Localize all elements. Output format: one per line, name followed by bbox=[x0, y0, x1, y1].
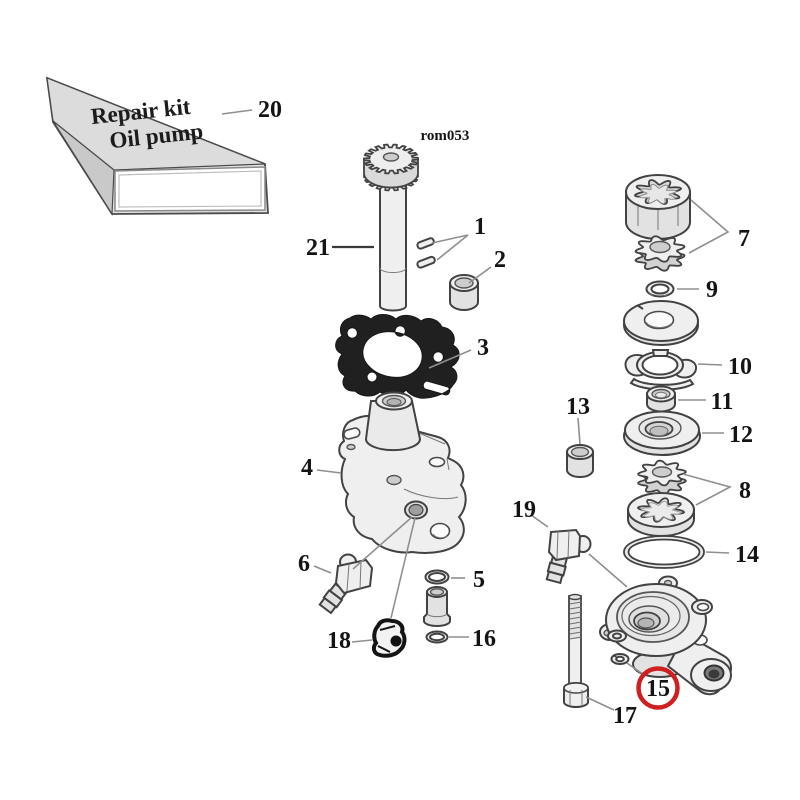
part-7-gerotor-set bbox=[625, 174, 691, 272]
part-13-bushing bbox=[566, 444, 594, 478]
callout-8: 8 bbox=[739, 478, 751, 504]
part-3-gasket bbox=[335, 314, 460, 399]
part-21-gear-shaft bbox=[363, 143, 419, 312]
callout-4: 4 bbox=[301, 455, 313, 481]
callout-18: 18 bbox=[327, 628, 351, 654]
part-6-fitting bbox=[318, 553, 374, 615]
callout-11: 11 bbox=[711, 389, 734, 415]
callout-2: 2 bbox=[494, 247, 506, 273]
callout-13: 13 bbox=[566, 394, 590, 420]
part-4-pump-body bbox=[338, 391, 467, 554]
part-8-gerotor-set bbox=[627, 459, 695, 537]
pump-cover bbox=[599, 575, 733, 696]
part-2-bushing bbox=[449, 274, 479, 311]
callout-7: 7 bbox=[738, 226, 750, 252]
part-10-retaining-ring bbox=[624, 349, 697, 391]
callout-labels: 20 21 1 2 3 4 5 6 7 8 9 10 11 12 13 14 1… bbox=[258, 97, 759, 729]
part-20-kit-box: Repair kit Oil pump bbox=[45, 76, 269, 216]
flat-washer bbox=[607, 629, 628, 643]
callout-14: 14 bbox=[735, 542, 759, 568]
callout-5: 5 bbox=[473, 567, 485, 593]
callout-19: 19 bbox=[512, 497, 536, 523]
part-18-clip bbox=[371, 618, 407, 658]
callout-3: 3 bbox=[477, 335, 489, 361]
highlighted-callout-15[interactable]: 15 bbox=[636, 666, 680, 710]
part-9-ring bbox=[645, 280, 675, 298]
check-valve-body bbox=[423, 586, 451, 627]
part-19-fitting bbox=[545, 528, 592, 585]
callout-6: 6 bbox=[298, 551, 310, 577]
part-11-seal bbox=[646, 385, 676, 413]
leader-lines bbox=[221, 109, 733, 711]
part-15-lock-washer bbox=[610, 653, 630, 665]
callout-1: 1 bbox=[474, 214, 486, 240]
part-5-oring bbox=[424, 569, 450, 585]
callout-16: 16 bbox=[472, 626, 496, 652]
callout-9: 9 bbox=[706, 277, 718, 303]
part-16-oring bbox=[425, 630, 449, 644]
part-12-retainer-cup bbox=[623, 410, 701, 456]
callout-20: 20 bbox=[258, 97, 282, 123]
callout-10: 10 bbox=[728, 354, 752, 380]
image-code: rom053 bbox=[421, 128, 470, 144]
part-14-oring bbox=[623, 535, 705, 569]
part-17-bolt bbox=[563, 593, 589, 708]
callout-15: 15 bbox=[646, 676, 670, 702]
highlight-circle bbox=[636, 666, 680, 710]
part-1-pins bbox=[416, 237, 436, 269]
thrust-washer bbox=[623, 300, 699, 346]
callout-12: 12 bbox=[729, 422, 753, 448]
callout-21: 21 bbox=[306, 235, 330, 261]
callout-17: 17 bbox=[613, 703, 637, 729]
